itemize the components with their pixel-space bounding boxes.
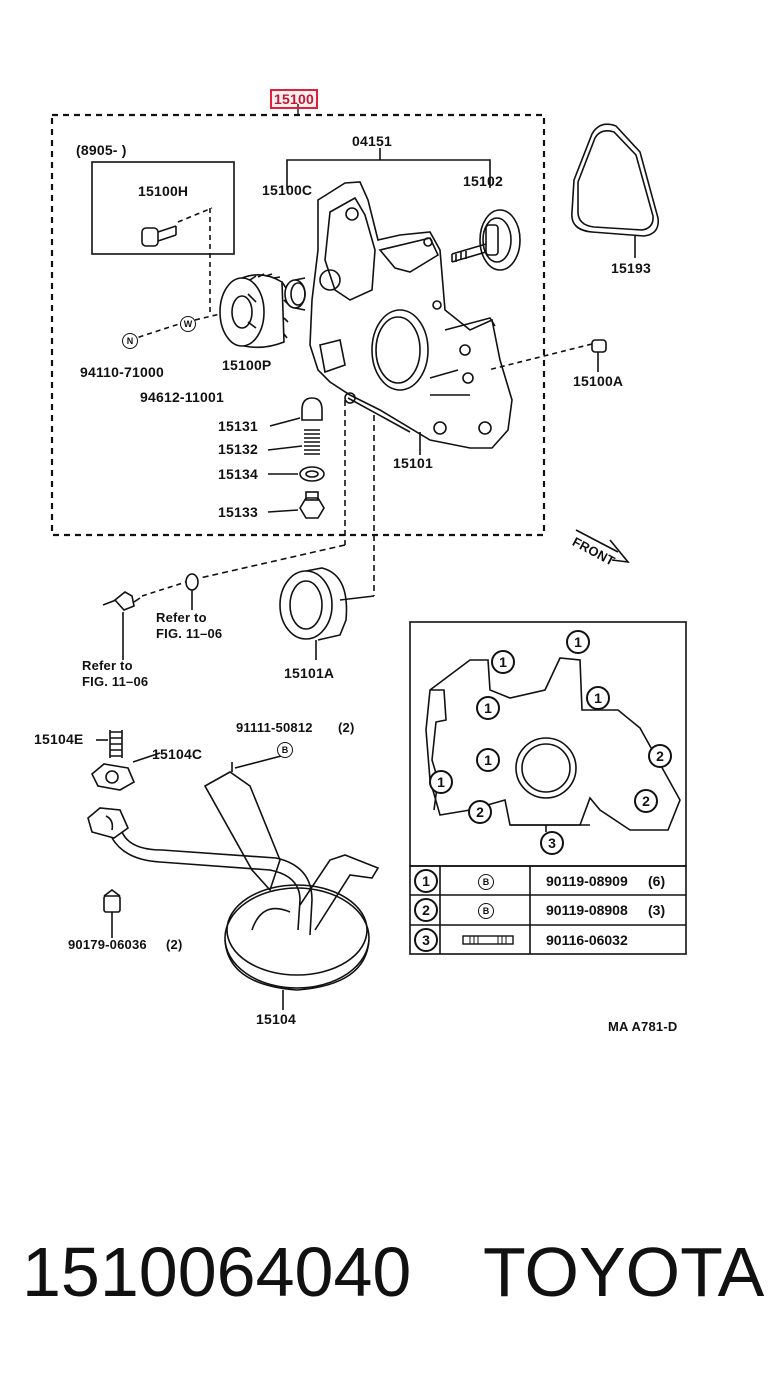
label-15100H: 15100H [138,183,189,199]
refer-label-2b: FIG. 11–06 [82,674,149,689]
strainer-15104-drawing [87,730,380,1010]
label-94612-11001: 94612-11001 [140,389,224,405]
callout-1: 1 [491,650,515,674]
oil-pump-body-drawing [309,181,513,449]
drive-gear-15102-drawing [451,209,521,271]
table-row-3-num: 3 [414,928,438,952]
refer-label-1a: Refer to [156,610,207,625]
callout-1: 1 [566,630,590,654]
plug-15100A-drawing [487,339,607,372]
date-note: (8905- ) [76,142,127,158]
callout-1: 1 [476,696,500,720]
footer-part-number: 1510064040 [22,1233,412,1311]
footer-brand: TOYOTA [483,1233,765,1311]
seal-15101A-drawing [279,567,348,660]
marker-w-icon: W [180,316,196,332]
detail-pump-outline [425,657,681,832]
label-15193: 15193 [611,260,651,276]
front-arrow [609,539,630,564]
table-row-2-num: 2 [414,898,438,922]
label-15101A: 15101A [284,665,335,681]
callout-2: 2 [634,789,658,813]
table-row-1-part: 90119-08909 [546,873,628,889]
sensor-drawing [102,573,199,660]
label-90179-qty: (2) [166,937,183,952]
callout-1: 1 [476,748,500,772]
marker-b-icon: B [277,742,293,758]
label-15133: 15133 [218,504,258,520]
label-15134: 15134 [218,466,258,482]
label-15104C: 15104C [152,746,203,762]
table-row-1-bolt-icon: B [478,874,494,890]
callout-2: 2 [468,800,492,824]
label-15131: 15131 [218,418,258,434]
label-15100A: 15100A [573,373,624,389]
bolt-table [409,865,687,955]
table-row-2-bolt-icon: B [478,903,494,919]
label-15104: 15104 [256,1011,296,1027]
gear-15100P-drawing [219,273,289,349]
label-91111-qty: (2) [338,720,355,735]
label-15102: 15102 [463,173,503,189]
label-91111-50812: 91111-50812 [236,720,313,735]
label-15101: 15101 [393,455,433,471]
bolt-15100H-drawing [141,207,213,315]
label-15104E: 15104E [34,731,84,747]
relief-valve-drawing [267,397,325,519]
seal-15100C-drawing [284,277,306,311]
label-15100P: 15100P [222,357,272,373]
label-04151: 04151 [352,133,392,149]
callout-3: 3 [540,831,564,855]
refer-label-1b: FIG. 11–06 [156,626,223,641]
stud-bolt-icon [462,935,514,945]
table-row-2-qty: (3) [648,902,666,918]
table-row-1-num: 1 [414,869,438,893]
table-row-1-qty: (6) [648,873,666,889]
label-15100C: 15100C [262,182,313,198]
table-row-2-part: 90119-08908 [546,902,628,918]
gasket-15193-drawing [571,123,660,237]
label-15132: 15132 [218,441,258,457]
callout-1: 1 [429,770,453,794]
marker-n-icon: N [122,333,138,349]
refer-label-2a: Refer to [82,658,133,673]
reference-code: MA A781-D [608,1019,678,1034]
callout-2: 2 [648,744,672,768]
table-row-3-part: 90116-06032 [546,932,628,948]
callout-1: 1 [586,686,610,710]
inset-box-15100H [91,161,235,255]
label-94110-71000: 94110-71000 [80,364,164,380]
label-90179-06036: 90179-06036 [68,937,147,952]
assembly-label: 15100 [270,89,318,109]
